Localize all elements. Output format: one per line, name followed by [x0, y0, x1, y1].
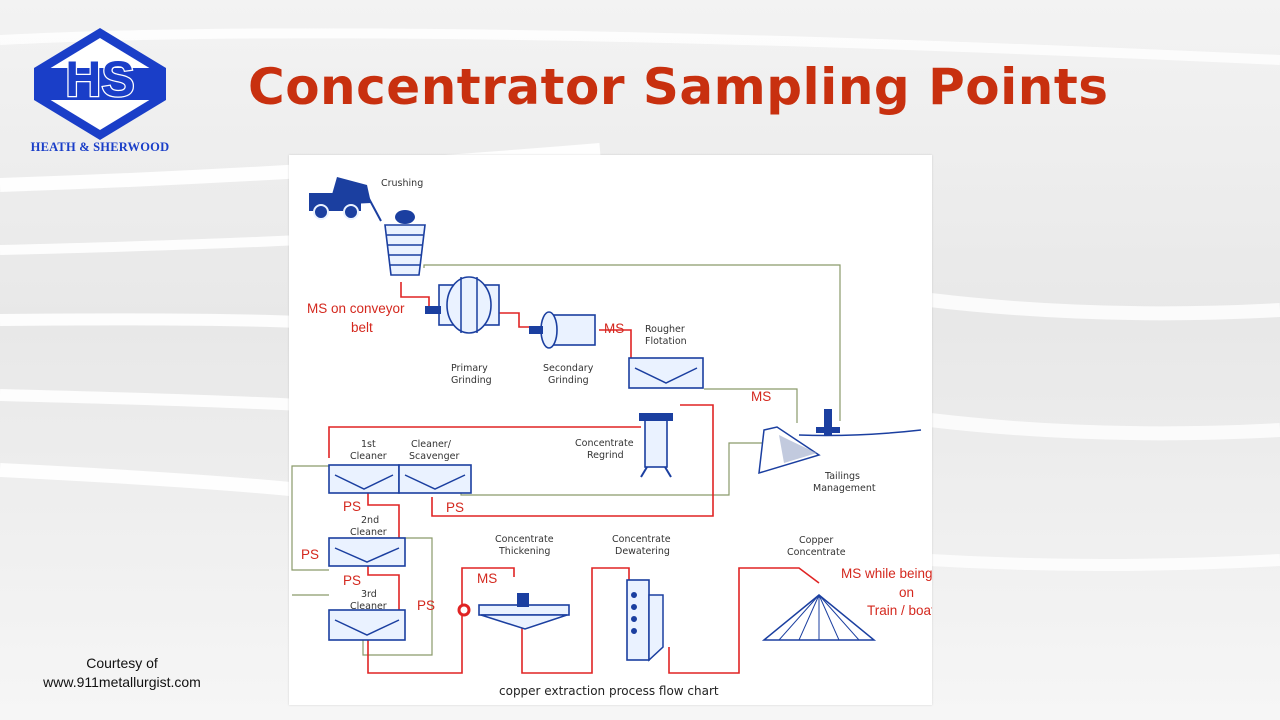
label-primary-grinding-1: Primary — [451, 363, 488, 374]
sample-paths — [328, 282, 820, 674]
label-dewatering-2: Dewatering — [615, 546, 670, 557]
annotation-train-2: on — [899, 585, 914, 600]
annotation-conveyor-1: MS on conveyor — [307, 301, 405, 316]
annotation-ms-tailings: MS — [751, 389, 771, 404]
brand-logo: HS — [34, 28, 166, 140]
label-scavenger-2: Scavenger — [409, 451, 459, 462]
rougher-cell-icon — [628, 357, 704, 389]
annotation-ps-scavenger: PS — [446, 500, 464, 515]
label-cleaner2-1: 2nd — [361, 515, 379, 526]
diagram-caption: copper extraction process flow chart — [499, 684, 719, 698]
logo-text: HS — [65, 51, 134, 107]
label-scavenger-1: Cleaner/ — [411, 439, 452, 450]
label-dewatering-1: Concentrate — [612, 534, 671, 545]
label-regrind-2: Regrind — [587, 450, 624, 461]
courtesy-line-1: Courtesy of — [86, 655, 158, 671]
dewatering-filter-icon — [626, 579, 664, 662]
flow-chart: Crushing Primary Grinding Secondary Grin… — [291, 177, 932, 698]
primary-mill-icon — [425, 276, 500, 334]
label-copper-1: Copper — [799, 535, 833, 546]
concentrate-pile-icon — [761, 594, 877, 641]
label-thickening-2: Thickening — [498, 546, 550, 557]
label-tailings-2: Management — [813, 483, 876, 494]
brand-name: HEATH & SHERWOOD — [30, 140, 170, 154]
haul-truck-icon — [309, 177, 382, 222]
first-cleaner-icon — [328, 464, 400, 494]
annotation-train-3: Train / boat — [867, 603, 932, 618]
thickener-icon — [478, 593, 570, 630]
label-cleaner3-2: Cleaner — [350, 601, 387, 612]
scavenger-cell-icon — [398, 464, 472, 494]
annotation-conveyor-2: belt — [351, 320, 373, 335]
annotation-ms-thickening: MS — [477, 571, 497, 586]
label-cleaner2-2: Cleaner — [350, 527, 387, 538]
label-tailings-1: Tailings — [824, 471, 860, 482]
courtesy-url: www.911metallurgist.com — [43, 674, 201, 690]
label-regrind-1: Concentrate — [575, 438, 634, 449]
annotation-ps-cleaner2: PS — [343, 573, 361, 588]
label-cleaner3-1: 3rd — [361, 589, 377, 600]
second-cleaner-icon — [328, 537, 406, 567]
crusher-icon — [384, 210, 426, 276]
annotation-train-1: MS while being put — [841, 566, 932, 581]
label-rougher-1: Rougher — [645, 324, 685, 335]
third-cleaner-icon — [328, 609, 406, 641]
flow-chart-panel: Crushing Primary Grinding Secondary Grin… — [289, 155, 932, 705]
annotation-ps-cleaner1: PS — [343, 499, 361, 514]
courtesy-credit: Courtesy of www.911metallurgist.com — [22, 654, 222, 692]
secondary-mill-icon — [529, 311, 596, 349]
page-title: Concentrator Sampling Points — [248, 58, 1109, 116]
label-cleaner1-2: Cleaner — [350, 451, 387, 462]
annotation-ms-secondary: MS — [604, 321, 624, 336]
label-crushing: Crushing — [381, 178, 423, 189]
label-secondary-grinding-2: Grinding — [548, 375, 589, 386]
label-cleaner1-1: 1st — [361, 439, 376, 450]
label-primary-grinding-2: Grinding — [451, 375, 492, 386]
tailings-dam-icon — [758, 409, 922, 475]
annotation-ps-cleaner3: PS — [417, 598, 435, 613]
label-rougher-2: Flotation — [645, 336, 687, 347]
regrind-mill-icon — [639, 413, 673, 478]
label-secondary-grinding-1: Secondary — [543, 363, 594, 374]
label-copper-2: Concentrate — [787, 547, 846, 558]
annotation-ps-left: PS — [301, 547, 319, 562]
label-thickening-1: Concentrate — [495, 534, 554, 545]
